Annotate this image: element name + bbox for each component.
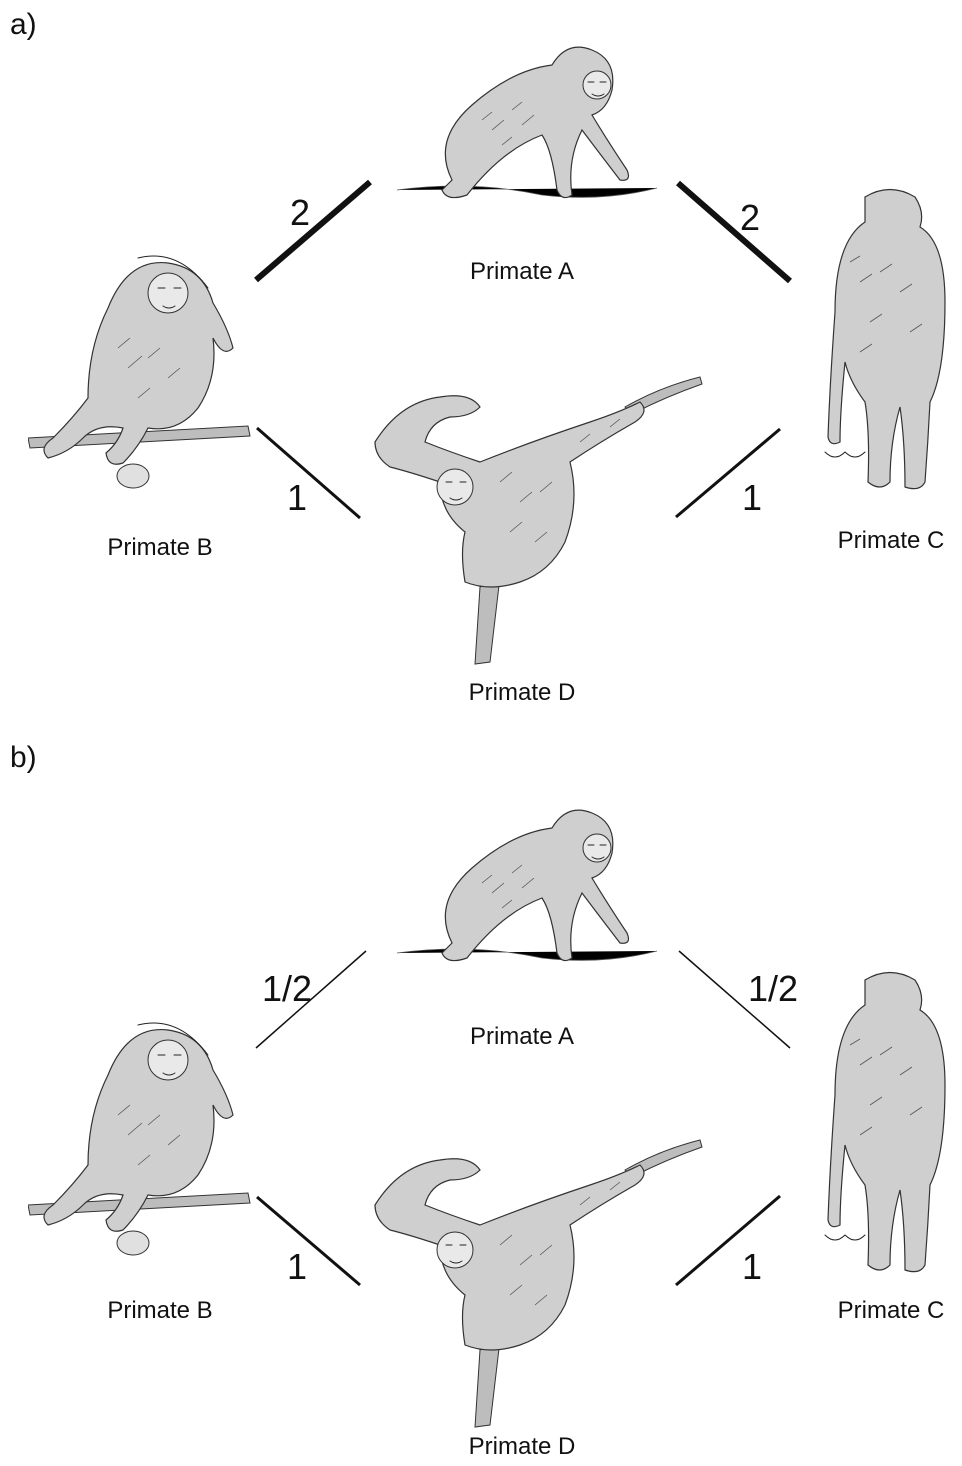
primate-b-illustration: [28, 248, 258, 498]
edge-a-b-weight: 2: [290, 193, 310, 233]
node-label-c: Primate C: [791, 527, 962, 555]
edge-a-b: [256, 182, 370, 280]
node-label-d: Primate D: [422, 679, 622, 707]
edge-a-c-weight: 1/2: [748, 969, 798, 1009]
node-label-c: Primate C: [791, 1297, 962, 1325]
edge-a-b-weight: 1/2: [262, 969, 312, 1009]
primate-a-illustration: [392, 793, 662, 978]
panel-a: a) 2 2 1 1 Primate A Primate B: [0, 0, 962, 733]
primate-b-illustration: [28, 1015, 258, 1265]
edge-a-c-weight: 2: [740, 198, 760, 238]
node-label-b: Primate B: [60, 534, 260, 562]
primate-c-illustration: [820, 965, 950, 1285]
edge-b-d: [257, 428, 360, 518]
node-label-b: Primate B: [60, 1297, 260, 1325]
primate-d-illustration: [370, 1135, 710, 1435]
edge-b-d-weight: 1: [287, 1247, 307, 1287]
edge-b-d: [257, 1197, 360, 1285]
primate-a-illustration: [392, 30, 662, 215]
edge-a-c: [678, 183, 790, 281]
edge-b-d-weight: 1: [287, 478, 307, 518]
primate-c-illustration: [820, 182, 950, 502]
node-label-d: Primate D: [422, 1433, 622, 1461]
node-label-a: Primate A: [422, 1023, 622, 1051]
primate-d-illustration: [370, 372, 710, 672]
edge-c-d-weight: 1: [742, 478, 762, 518]
panel-b: b) 1/2 1/2 1 1 Primate A Primate B: [0, 733, 962, 1466]
edge-c-d-weight: 1: [742, 1247, 762, 1287]
node-label-a: Primate A: [422, 258, 622, 286]
